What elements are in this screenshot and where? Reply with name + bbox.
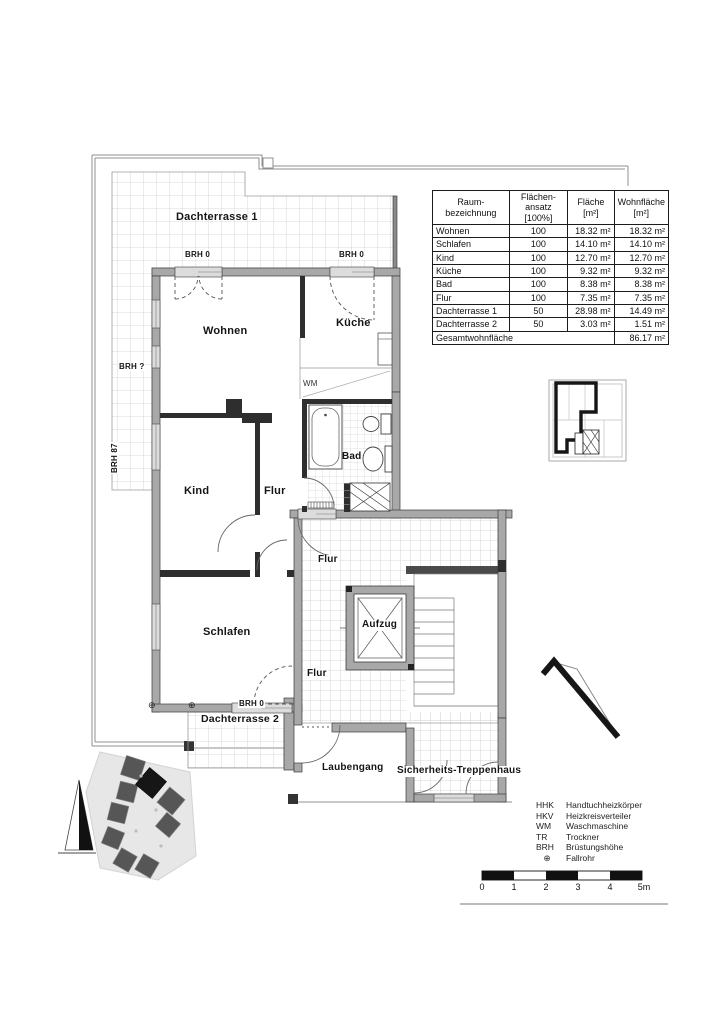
- legend-item: ⊕Fallrohr: [536, 853, 642, 864]
- bathtub-icon: [308, 404, 343, 470]
- fallrohr-icon: ⊕: [543, 852, 551, 863]
- scale-tick: 5m: [637, 882, 651, 892]
- staircase: [406, 566, 506, 712]
- fallrohr-icon: ⊕: [188, 700, 196, 710]
- room-label-dachterrasse2: Dachterrasse 2: [200, 713, 281, 726]
- kueche-niche: [377, 332, 393, 366]
- shaft-hatch: [349, 482, 391, 512]
- radiator-hhk-icon: [307, 501, 335, 509]
- key-plan: [548, 379, 627, 462]
- room-label-laubengang: Laubengang: [322, 762, 384, 773]
- exterior-walls: [151, 267, 513, 803]
- north-arrow-icon: [540, 656, 621, 739]
- chimney: [226, 399, 242, 414]
- fallrohr-icon: ⊕: [148, 700, 156, 710]
- bathroom: [307, 404, 393, 512]
- site-plan: [58, 751, 197, 881]
- site-plan-north-arrow-icon: [58, 779, 96, 854]
- toilet-icon: [362, 413, 392, 435]
- sink-icon: [362, 445, 393, 473]
- laubengang-post: [288, 794, 298, 804]
- annotation-brh-links-unten: BRH 87: [110, 442, 120, 474]
- room-label-flur-unten: Flur: [306, 668, 328, 680]
- scale-tick: 0: [479, 882, 485, 892]
- room-label-aufzug: Aufzug: [361, 619, 399, 631]
- room-label-kind: Kind: [184, 485, 210, 497]
- scale-tick: 2: [543, 882, 549, 892]
- scale-tick: 1: [511, 882, 517, 892]
- room-label-treppenhaus: Sicherheits-Treppenhaus: [396, 765, 523, 777]
- area-table: Raum-bezeichnung Flächen-ansatz [100%] F…: [432, 189, 670, 346]
- annotation-brh0-kueche: BRH 0: [338, 250, 366, 260]
- room-label-kueche: Küche: [336, 317, 371, 329]
- annotation-brh0-wohnen: BRH 0: [184, 250, 212, 260]
- room-label-schlafen: Schlafen: [203, 626, 251, 638]
- room-label-flur-oben: Flur: [317, 554, 339, 566]
- property-boundary: [91, 154, 668, 905]
- room-label-dachterrasse1: Dachterrasse 1: [176, 211, 258, 223]
- terrace-door-swings: [174, 275, 375, 728]
- annotation-brh-links-oben: BRH ?: [118, 362, 146, 372]
- table-footer-row: Gesamtwohnfläche 86.17 m²: [432, 330, 670, 346]
- room-label-bad: Bad: [342, 451, 362, 462]
- stair-treads: [414, 597, 454, 695]
- label-wm: WM: [303, 379, 318, 388]
- room-label-wohnen: Wohnen: [203, 325, 248, 337]
- wm-niche: [299, 338, 392, 399]
- threshold-lines: [155, 271, 474, 799]
- key-plan-stair-core: [574, 429, 600, 455]
- annotation-brh0-terrasse2: BRH 0: [238, 699, 266, 709]
- area-table-header-row: Raum-bezeichnung Flächen-ansatz [100%] F…: [432, 189, 670, 226]
- scale-tick: 3: [575, 882, 581, 892]
- room-label-flur-wohnung: Flur: [264, 485, 286, 497]
- scale-tick: 4: [607, 882, 613, 892]
- scale-bar: [481, 870, 643, 881]
